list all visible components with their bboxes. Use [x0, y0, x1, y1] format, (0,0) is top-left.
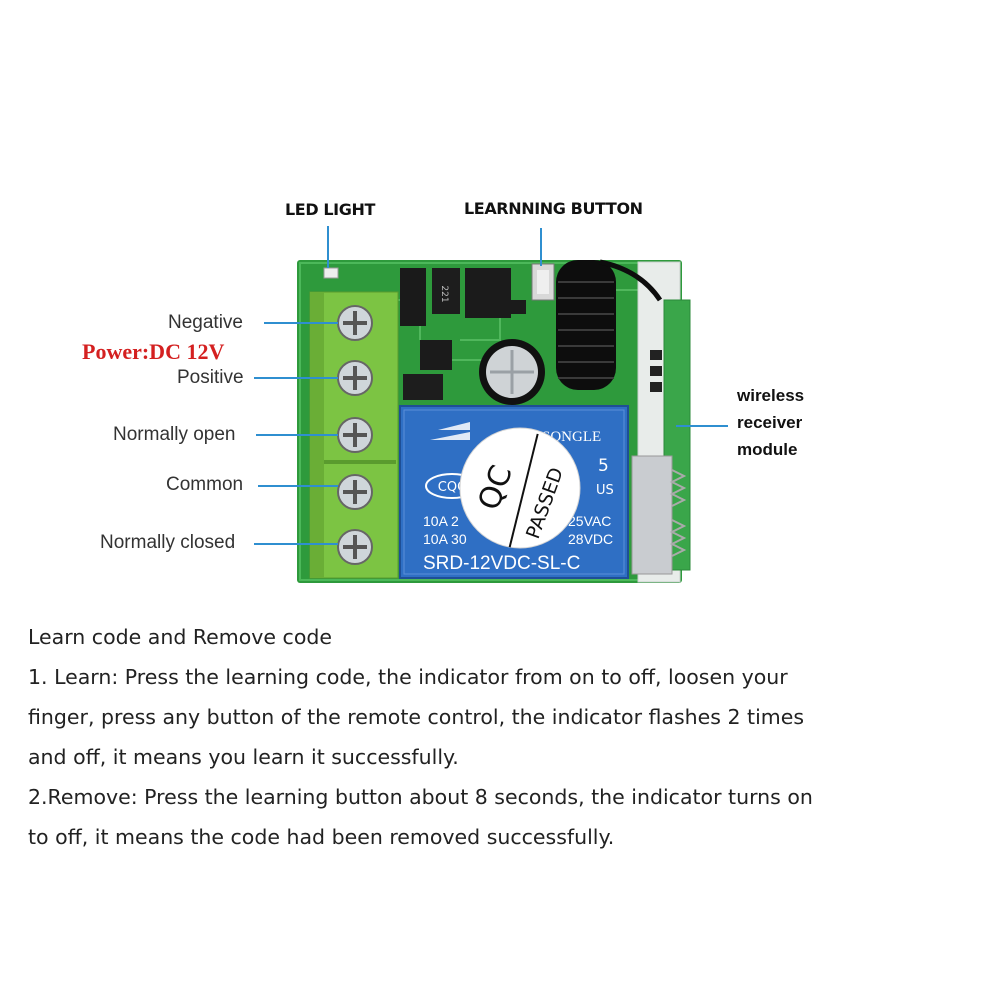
- pointer-lines: [254, 226, 728, 545]
- wireless-receiver-module-label: wireless receiver module: [737, 382, 804, 463]
- relay-spec-3: 25VAC: [568, 513, 611, 529]
- instructions-line-4: 2.Remove: Press the learning button abou…: [28, 785, 813, 809]
- instructions-line-2: finger, press any button of the remote c…: [28, 705, 805, 729]
- relay-cqc: CQC: [438, 480, 466, 495]
- negative-label: Negative: [168, 312, 243, 333]
- led-light-label: LED LIGHT: [285, 200, 375, 219]
- power-label: Power:DC 12V: [82, 339, 225, 364]
- relay-model: SRD-12VDC-SL-C: [423, 553, 580, 574]
- instructions-block: Learn code and Remove code 1. Learn: Pre…: [28, 617, 813, 857]
- antenna-coil: [556, 259, 663, 390]
- instructions-line-3: and off, it means you learn it successfu…: [28, 745, 459, 769]
- wireless-label-line2: receiver: [737, 413, 803, 432]
- relay-spec-1: 10A 2: [423, 513, 459, 529]
- relay-spec-4: 28VDC: [568, 531, 613, 547]
- wireless-label-line1: wireless: [737, 386, 805, 405]
- relay-num: 5: [598, 456, 609, 476]
- instructions-line-5: to off, it means the code had been remov…: [28, 825, 615, 849]
- normally-open-label: Normally open: [113, 424, 236, 445]
- wireless-label-line3: module: [737, 440, 798, 459]
- instructions-line-1: 1. Learn: Press the learning code, the i…: [28, 665, 788, 689]
- relay-us: US: [596, 483, 614, 498]
- led: [323, 267, 339, 279]
- chip-mark: 221: [439, 285, 449, 302]
- positive-label: Positive: [177, 367, 244, 388]
- common-label: Common: [166, 474, 244, 495]
- learning-button-label: LEARNNING BUTTON: [464, 199, 643, 218]
- normally-closed-label: Normally closed: [100, 532, 236, 553]
- qc-passed-sticker: QC PASSED: [459, 427, 581, 549]
- relay-spec-2: 10A 30: [423, 531, 467, 547]
- instructions-title: Learn code and Remove code: [28, 625, 332, 649]
